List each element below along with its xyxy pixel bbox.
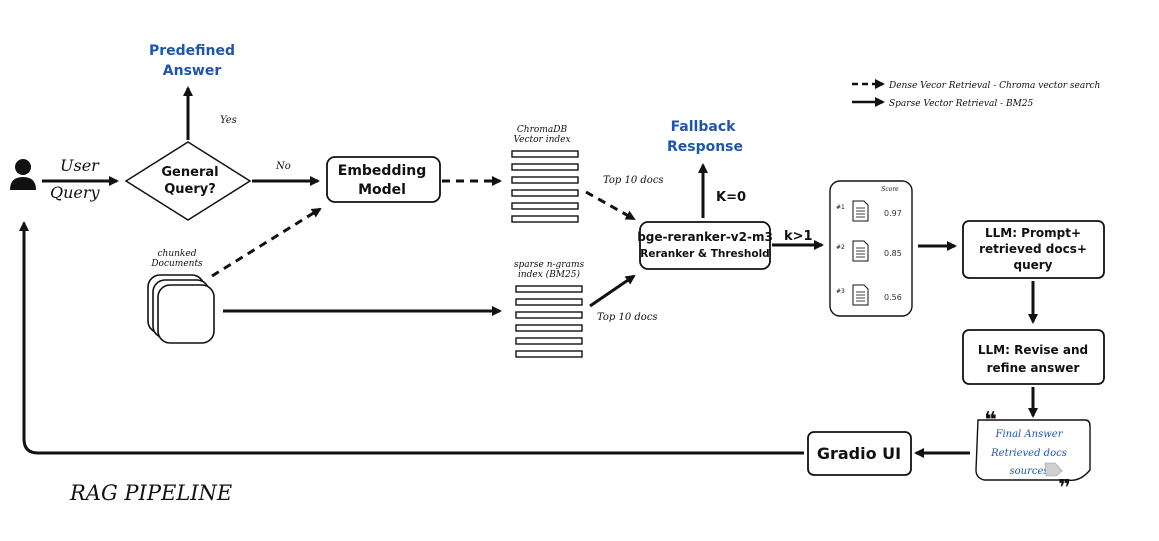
chroma-label-2: Vector index [513,135,570,145]
query-label: Query [50,183,101,202]
open-quote-icon: ❝ [984,408,997,433]
sparse-index-stack [515,285,583,358]
documents-label: Documents [150,259,203,269]
sparse-index-label-1: sparse n-grams [514,260,585,270]
general-query-label-2: Query? [164,182,216,197]
document-icon [852,200,869,222]
score-value-3: 0.56 [884,293,902,302]
arrow-chroma-to-reranker [585,190,636,221]
score-rank-3: #3 [836,288,845,295]
chroma-label-1: ChromaDB [517,125,568,135]
arrow-gradio-to-user [19,221,804,455]
score-value-2: 0.85 [884,249,902,258]
reranker-label-2: Reranker & Threshold [640,248,769,260]
score-rank-2: #2 [836,244,845,251]
predefined-answer-label-2: Answer [163,63,222,79]
top-docs-dense-label: Top 10 docs [603,175,664,186]
final-answer-card [975,419,1091,481]
sparse-index-label-2: index (BM25) [518,269,580,280]
user-label: User [60,156,100,175]
legend-sparse-label: Sparse Vector Retrieval - BM25 [889,99,1034,109]
embedding-model-box [326,156,441,203]
diagram-title: RAG PIPELINE [69,481,232,505]
top-docs-sparse-label: Top 10 docs [597,312,658,323]
final-answer-label-2: Retrieved docs [990,448,1067,459]
arrow-sparse-to-reranker [589,274,636,308]
page-curl-icon [1044,462,1063,477]
score-value-1: 0.97 [884,209,902,218]
general-query-label-1: General [161,165,218,180]
gradio-ui-label: Gradio UI [817,444,901,463]
llm-prompt-label-2: retrieved docs+ [979,242,1087,256]
predefined-answer-label-1: Predefined [149,43,235,59]
yes-label: Yes [220,115,237,126]
llm-prompt-label-3: query [1013,258,1052,272]
fallback-label-2: Response [667,139,743,155]
llm-revise-label-1: LLM: Revise and [978,343,1088,357]
k0-label: K=0 [716,190,746,205]
scores-list: #1 0.97 #2 0.85 #3 0.56 [836,200,902,306]
chroma-index-stack [511,150,579,223]
llm-revise-label-2: refine answer [987,361,1080,375]
arrow-docs-to-embedding [211,207,322,278]
fallback-label-1: Fallback [671,119,737,135]
scores-card [829,180,913,317]
reranker-box [639,221,771,270]
scores-header: Score [881,186,899,193]
final-answer-label-1: Final Answer [995,429,1064,440]
k1-label: k>1 [784,229,813,244]
gradio-ui-box [807,431,912,476]
embedding-model-label-2: Model [358,182,406,198]
chunked-label: chunked [158,249,197,259]
reranker-label-1: bge-reranker-v2-m3 [637,230,773,244]
legend-dense-label: Dense Vecor Retrieval - Chroma vector se… [888,81,1100,91]
close-quote-icon: ❞ [1058,476,1071,501]
embedding-model-label-1: Embedding [338,163,427,179]
legend: Dense Vecor Retrieval - Chroma vector se… [852,79,1100,109]
general-query-diamond [124,141,252,221]
score-rank-1: #1 [836,204,845,211]
llm-revise-box [962,329,1105,385]
document-icon [852,284,869,306]
document-icon [852,240,869,262]
final-answer-label-3: sources [1009,466,1048,477]
llm-prompt-label-1: LLM: Prompt+ [985,226,1081,240]
documents-stack-icon [147,274,215,344]
llm-prompt-box [962,220,1105,279]
no-label: No [275,161,291,172]
user-icon [10,159,36,190]
